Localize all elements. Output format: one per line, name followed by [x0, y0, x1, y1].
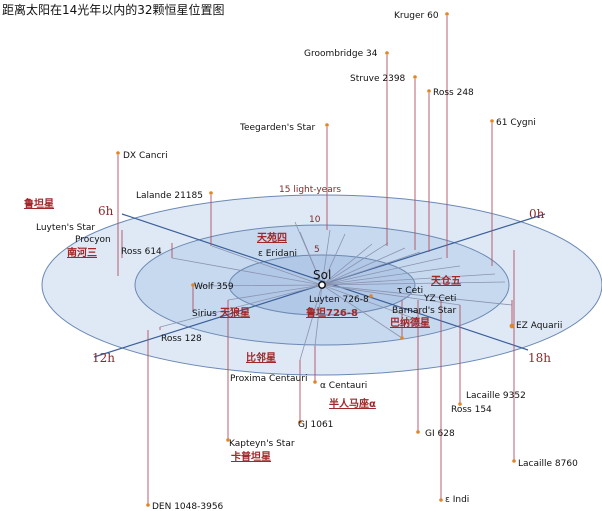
- star-label-lalande-21185: Lalande 21185: [136, 191, 203, 201]
- star-label-ross-154: Ross 154: [451, 405, 492, 415]
- star-dot: [400, 336, 404, 340]
- star-label-luytens-star: Luyten's Star: [36, 223, 95, 233]
- star-dot: [445, 12, 449, 16]
- star-dot: [313, 380, 317, 384]
- star-label-gj-1061: GJ 1061: [298, 420, 333, 430]
- star-label-teegardens-star: Teegarden's Star: [239, 123, 316, 133]
- star-dot: [209, 191, 213, 195]
- star-label-eps-indi: ε Indi: [445, 495, 469, 505]
- star-cn-alpha-centauri: 半人马座α: [329, 397, 376, 410]
- star-cn-proxima-centauri: 比邻星: [246, 351, 276, 364]
- hour-label-12h: 12h: [92, 351, 115, 365]
- hour-label-6h: 6h: [98, 204, 114, 218]
- star-label-gi-628: GI 628: [425, 429, 455, 439]
- star-label-kruger-60: Kruger 60: [394, 11, 439, 21]
- star-label-luyten-726-8: Luyten 726-8: [309, 295, 369, 305]
- star-dot: [116, 151, 120, 155]
- sol-marker: [318, 281, 326, 289]
- star-dot: [427, 89, 431, 93]
- radial-spokes: [159, 221, 513, 361]
- diagram-title: 距离太阳在14光年以内的32颗恒星位置图: [2, 3, 225, 17]
- star-dot: [191, 283, 195, 287]
- star-label-yz-ceti: YZ Ceti: [423, 294, 456, 304]
- star-cn-kapteyns-star: 卡普坦星: [231, 450, 271, 463]
- star-label-lacaille-8760: Lacaille 8760: [518, 459, 578, 469]
- star-cn-sirius: 天狼星: [220, 306, 250, 319]
- ring-label-15: 15 light-years: [279, 185, 341, 195]
- ring-label-5: 5: [314, 245, 320, 255]
- star-label-dx-cancri: DX Cancri: [123, 151, 168, 161]
- star-label-lacaille-9352: Lacaille 9352: [466, 391, 526, 401]
- star-stems: [117, 16, 515, 505]
- star-cn-luytens-star: 鲁坦星: [23, 197, 54, 210]
- star-label-barnards-star: Barnard's Star: [392, 306, 456, 316]
- star-label-procyon: Procyon: [75, 235, 111, 245]
- star-dot: [439, 498, 443, 502]
- star-label-wolf-359: Wolf 359: [194, 282, 234, 292]
- star-label-61-cygni: 61 Cygni: [496, 118, 536, 128]
- sol-label: Sol: [313, 268, 331, 282]
- ring-label-10: 10: [309, 215, 321, 225]
- star-cn-procyon: 南河三: [67, 246, 97, 259]
- star-label-sirius: Sirius: [192, 309, 217, 319]
- star-label-tau-ceti: τ Ceti: [397, 286, 423, 296]
- star-dot: [298, 420, 302, 424]
- star-label-proxima-centauri: Proxima Centauri: [230, 374, 307, 384]
- star-dot: [490, 119, 494, 123]
- star-dot: [369, 294, 373, 298]
- star-dot: [226, 438, 230, 442]
- star-cn-barnards-star: 巴纳德星: [390, 316, 430, 329]
- star-cn-tau-ceti: 天仓五: [431, 274, 461, 287]
- star-label-ez-aquarii: EZ Aquarii: [516, 321, 562, 331]
- star-label-ross-614: Ross 614: [121, 247, 162, 257]
- star-label-struve-2398: Struve 2398: [350, 74, 406, 84]
- hour-label-0h: 0h: [529, 207, 545, 221]
- star-dot: [385, 51, 389, 55]
- star-label-ross-248: Ross 248: [433, 88, 474, 98]
- star-label-ross-128: Ross 128: [161, 334, 202, 344]
- star-dot: [509, 323, 515, 329]
- star-dot: [458, 402, 462, 406]
- star-cn-eps-eridani: 天苑四: [257, 231, 287, 244]
- star-dot: [413, 75, 417, 79]
- star-label-groombridge-34: Groombridge 34: [304, 49, 378, 59]
- star-label-eps-eridani: ε Eridani: [258, 249, 297, 259]
- star-dot: [416, 430, 420, 434]
- star-cn-luyten-726-8: 鲁坦726-8: [305, 306, 358, 319]
- star-dots: [116, 12, 516, 507]
- star-dot: [325, 123, 329, 127]
- star-dot: [146, 503, 150, 507]
- hour-label-18h: 18h: [528, 351, 551, 365]
- star-label-den-1048-3956: DEN 1048-3956: [152, 502, 224, 511]
- star-label-alpha-centauri: α Centauri: [320, 381, 367, 391]
- star-dot: [512, 459, 516, 463]
- star-label-kapteyns-star: Kapteyn's Star: [229, 439, 295, 449]
